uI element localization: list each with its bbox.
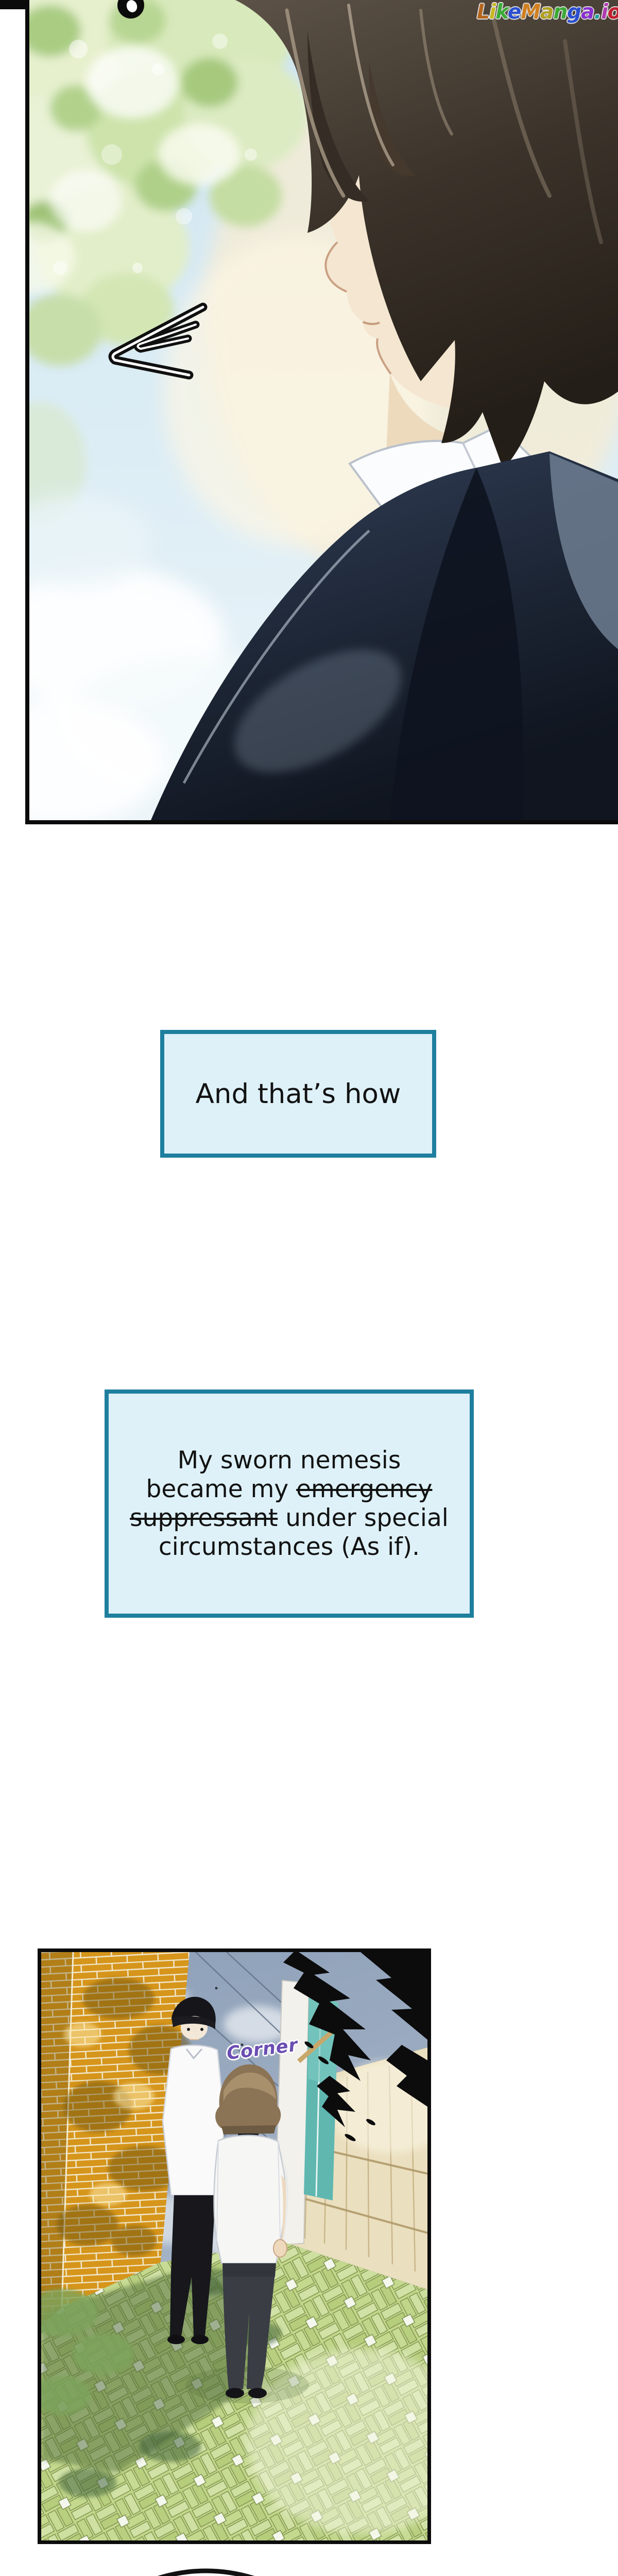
watermark-letter: k (495, 1, 508, 24)
caption1-text: And that’s how (195, 1078, 401, 1110)
brick-wall (41, 1952, 191, 2325)
character-hair (235, 0, 618, 469)
figure-black-hair (162, 1996, 226, 2344)
jacket-light-panel (550, 453, 618, 649)
figure-brown-hair (185, 2064, 309, 2403)
watermark: LikeManga.io (477, 1, 618, 25)
character (151, 0, 618, 820)
caption2-line: My sworn nemesis (177, 1446, 401, 1475)
watermark-letter: L (477, 1, 490, 24)
hair-highlights (285, 4, 603, 244)
foliage-highlights (29, 46, 241, 294)
watermark-letter: i (601, 1, 608, 24)
speech-bubble-arc (158, 2568, 254, 2576)
top-panel-left-border (25, 0, 29, 824)
watermark-letter: a (581, 1, 594, 24)
watermark-letter: e (507, 1, 521, 24)
previous-panel-edge (0, 0, 28, 9)
watermark-letter: n (553, 1, 568, 24)
exclamation-dot (117, 0, 144, 19)
caption-box-1: And that’s how (160, 1030, 436, 1158)
overhanging-leaves (41, 2289, 134, 2415)
jacket-lapel (390, 468, 524, 820)
watermark-letter: a (540, 1, 554, 24)
foliage-silhouette (283, 1952, 427, 2141)
motion-doodle (108, 302, 208, 380)
caption2-line: suppressant under special (130, 1503, 449, 1532)
top-panel-bottom-border (25, 820, 618, 824)
hair-bang-2 (369, 62, 416, 176)
top-panel-art (29, 0, 618, 820)
hair-bang (307, 31, 369, 202)
bokeh-lights (53, 33, 257, 275)
watermark-letter: M (521, 1, 541, 24)
caption2-line: circumstances (As if). (158, 1532, 420, 1561)
bottom-panel (38, 1948, 431, 2544)
top-panel (29, 0, 618, 820)
watermark-letter: g (567, 1, 581, 24)
watermark-letter: i (489, 1, 496, 24)
bottom-panel-art (41, 1952, 427, 2540)
caption2-line: became my emergency (146, 1475, 433, 1503)
watermark-letter: o (608, 1, 618, 24)
speech-bubble (0, 2563, 618, 2576)
watermark-letter: . (594, 1, 602, 24)
